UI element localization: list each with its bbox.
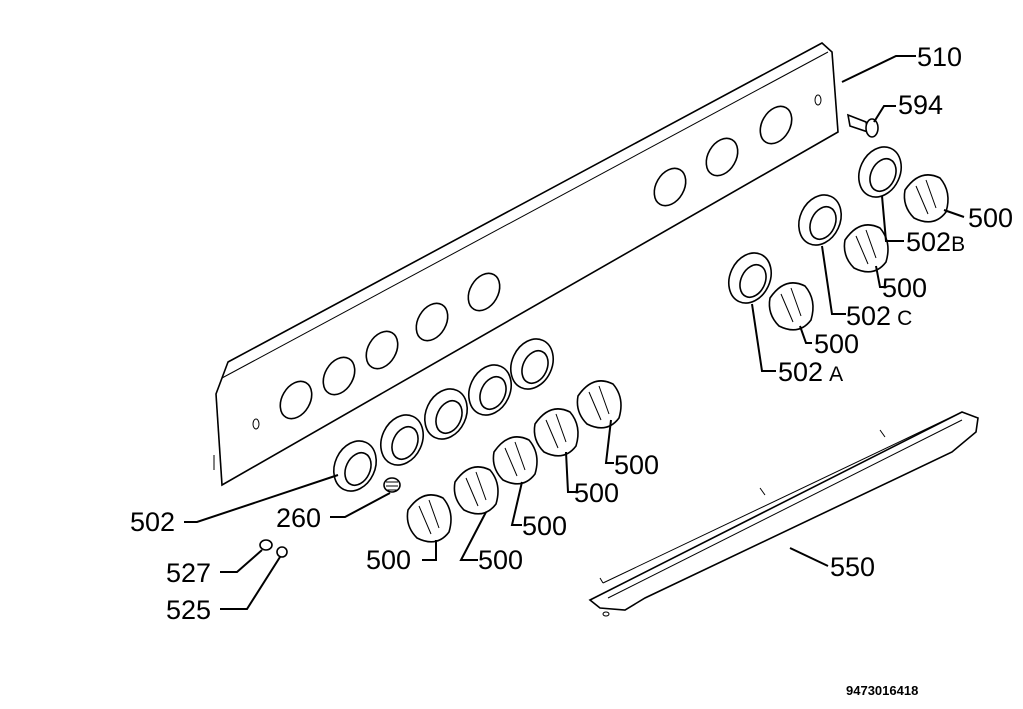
bezel-right-a (728, 252, 772, 304)
label-510: 510 (917, 42, 962, 72)
leader-lines (184, 55, 965, 610)
part-525-clip (276, 546, 288, 558)
label-500-l2: 500 (478, 545, 523, 575)
label-500-r3: 500 (814, 329, 859, 359)
knobs-left (406, 380, 622, 543)
label-500-l3: 500 (522, 511, 567, 541)
bezel-right-c (798, 194, 842, 246)
bezels-left (333, 338, 554, 492)
label-500-l4: 500 (574, 478, 619, 508)
bezel-right-b (858, 146, 902, 198)
label-502b: 502B (906, 227, 965, 257)
label-594: 594 (898, 90, 943, 120)
label-500-r2: 500 (882, 273, 927, 303)
control-panel (213, 42, 839, 487)
label-525: 525 (166, 595, 211, 625)
label-550: 550 (830, 552, 875, 582)
screw (846, 113, 879, 138)
part-527-clip (259, 539, 273, 551)
label-260: 260 (276, 503, 321, 533)
label-502-left: 502 (130, 507, 175, 537)
label-500-r1: 500 (968, 203, 1013, 233)
label-500-l5: 500 (614, 450, 659, 480)
label-527: 527 (166, 558, 211, 588)
document-id: 9473016418 (846, 683, 918, 698)
knob-right-1 (903, 174, 949, 223)
knob-right-3 (768, 282, 814, 331)
part-260-spring (383, 477, 401, 493)
cover-strip (588, 411, 979, 617)
panel-holes (252, 94, 822, 430)
label-500-l1: 500 (366, 545, 411, 575)
knob-right-2 (843, 224, 889, 273)
